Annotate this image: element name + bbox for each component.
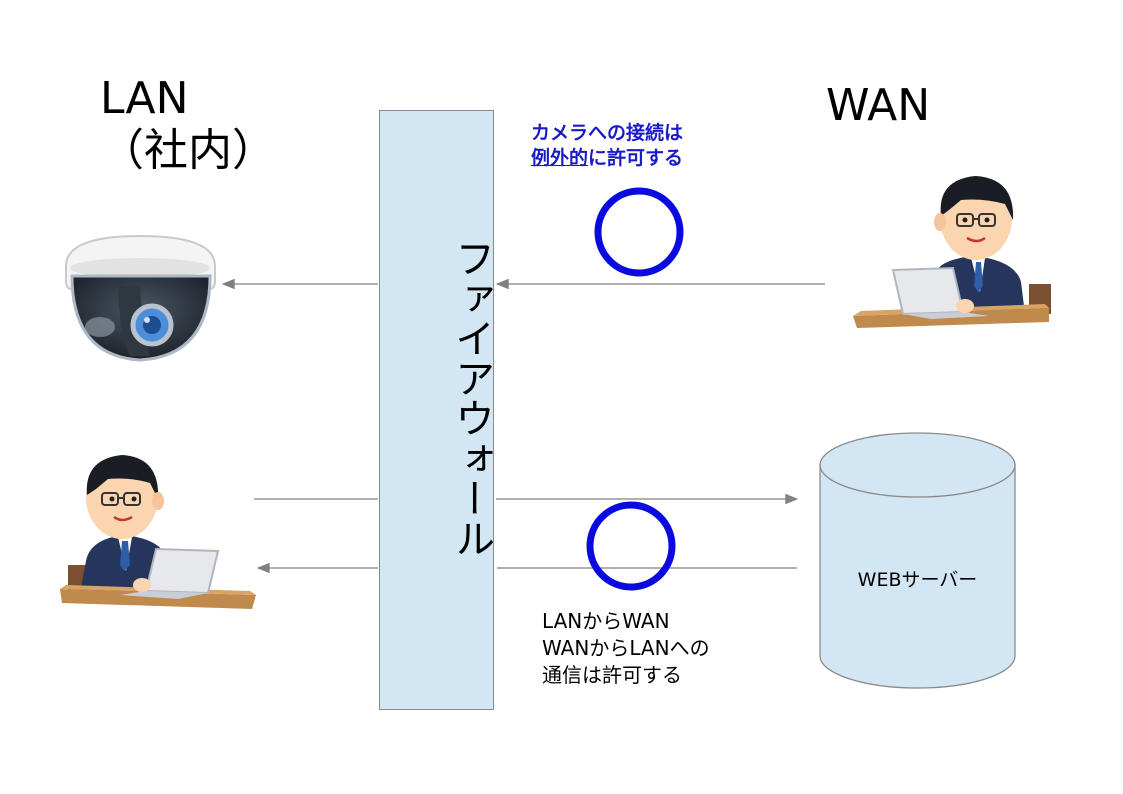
businessman-laptop-icon xyxy=(60,455,256,609)
wan-zone-title: WAN xyxy=(826,80,931,131)
camera-exception-underlined: 例外的 xyxy=(531,147,589,169)
camera-exception-note-line2: 例外的に許可する xyxy=(531,146,683,170)
allow-circle-icon xyxy=(594,187,684,277)
lan-zone-subtitle: （社内） xyxy=(100,125,276,176)
web-server-label: WEBサーバー xyxy=(857,569,978,591)
allow-circle-icon xyxy=(586,501,676,591)
database-server-icon xyxy=(819,432,1016,689)
camera-exception-note-line1: カメラへの接続は xyxy=(531,122,684,144)
camera-exception-rest: に許可する xyxy=(588,147,684,169)
lan-zone-title: LAN xyxy=(100,73,189,124)
security-camera-icon xyxy=(65,234,216,362)
lan-wan-note-line3: 通信は許可する xyxy=(542,663,682,687)
lan-wan-note-line1: LANからWAN xyxy=(542,609,670,633)
businessman-laptop-icon xyxy=(853,176,1051,328)
firewall-label: ファイアウォール xyxy=(448,238,494,558)
lan-wan-note-line2: WANからLANへの xyxy=(542,636,710,660)
firewall-box xyxy=(379,110,494,710)
